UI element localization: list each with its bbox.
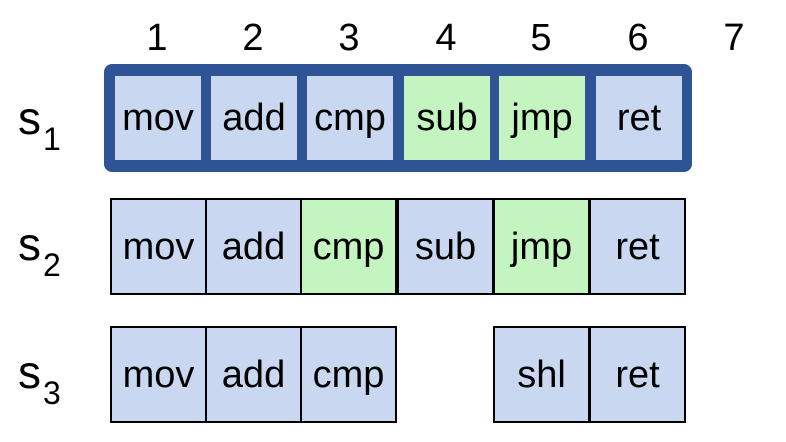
instruction-cell: jmp xyxy=(499,76,585,160)
row-label-base: s xyxy=(18,218,41,270)
row-label-s3: s3 xyxy=(18,342,88,411)
instruction-cell: mov xyxy=(110,326,207,423)
instruction-cell: jmp xyxy=(493,198,590,295)
instruction-cell: sub xyxy=(404,76,490,160)
selected-sequence-frame xyxy=(104,64,692,172)
column-number-1: 1 xyxy=(146,17,168,59)
instruction-cell: mov xyxy=(110,198,207,295)
instruction-cell: cmp xyxy=(300,198,397,295)
instruction-cell: cmp xyxy=(300,326,397,423)
row-label-base: s xyxy=(18,346,41,398)
instruction-cell: add xyxy=(205,198,302,295)
column-number-2: 2 xyxy=(242,17,264,59)
instruction-cell: ret xyxy=(596,76,682,160)
instruction-cell: mov xyxy=(115,76,201,160)
instruction-cell: sub xyxy=(397,198,494,295)
column-number-6: 6 xyxy=(627,17,649,59)
instruction-cell: add xyxy=(211,76,297,160)
row-label-base: s xyxy=(18,92,41,144)
row-label-subscript: 2 xyxy=(43,247,61,283)
instruction-cell: shl xyxy=(493,326,590,423)
instruction-cell: add xyxy=(205,326,302,423)
row-label-s2: s2 xyxy=(18,214,88,283)
column-number-5: 5 xyxy=(530,17,552,59)
column-number-7: 7 xyxy=(723,17,745,59)
row-label-subscript: 1 xyxy=(43,121,61,157)
column-number-4: 4 xyxy=(435,17,457,59)
instruction-cell: ret xyxy=(589,326,686,423)
instruction-cell: ret xyxy=(589,198,686,295)
row-label-s1: s1 xyxy=(18,88,88,157)
column-number-3: 3 xyxy=(338,17,360,59)
instruction-cell: cmp xyxy=(307,76,393,160)
row-label-subscript: 3 xyxy=(43,375,61,411)
